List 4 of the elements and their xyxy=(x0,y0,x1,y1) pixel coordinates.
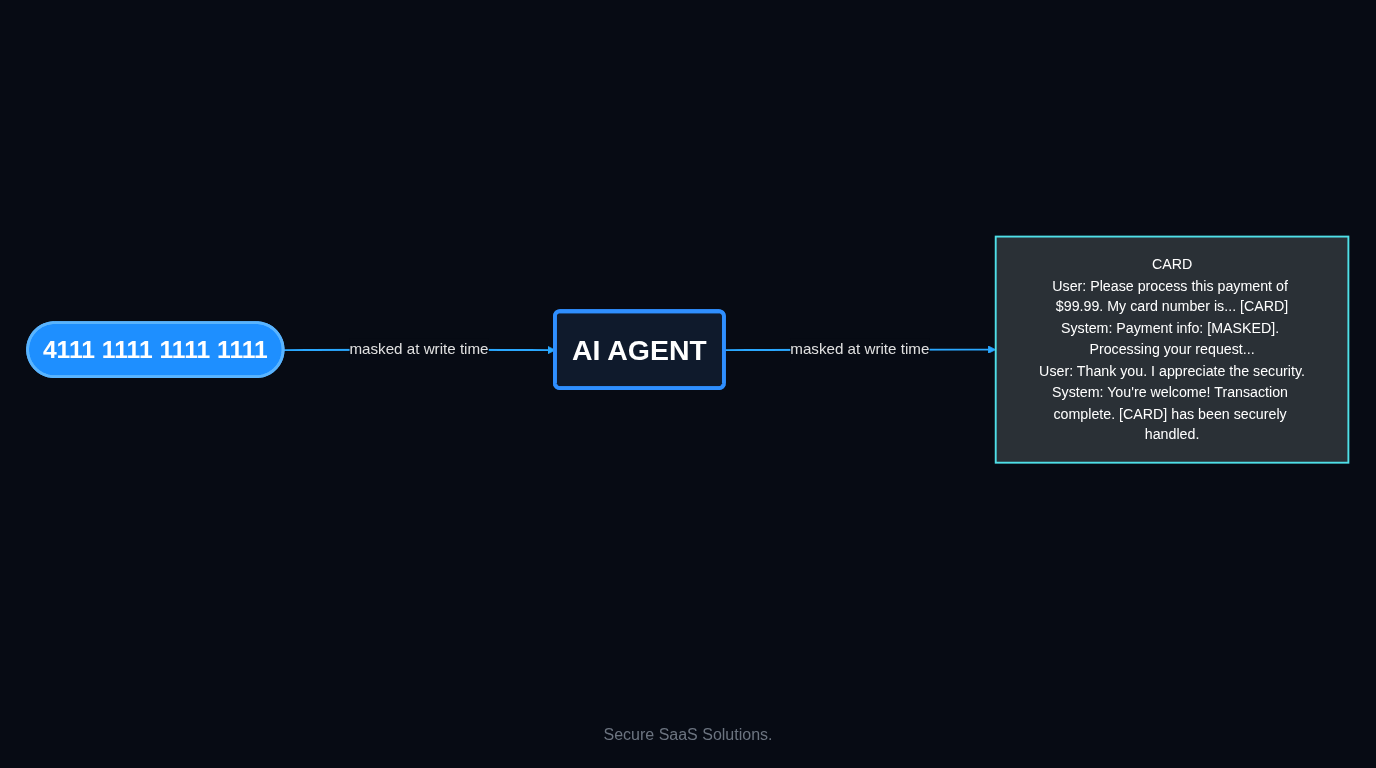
node-box: CARD User: Please process this payment of $99.99. My card number is... [CARD] System: Payment info: [MASKED]. Processing your request... User: Thank you. I appreciate the security. System: You're welcome! Transaction complete. [CARD] has been securely handled. xyxy=(994,236,1350,464)
footer-caption: Secure SaaS Solutions. xyxy=(603,726,773,743)
edge-label: masked at write time xyxy=(790,341,930,358)
edge-label: masked at write time xyxy=(349,341,489,358)
